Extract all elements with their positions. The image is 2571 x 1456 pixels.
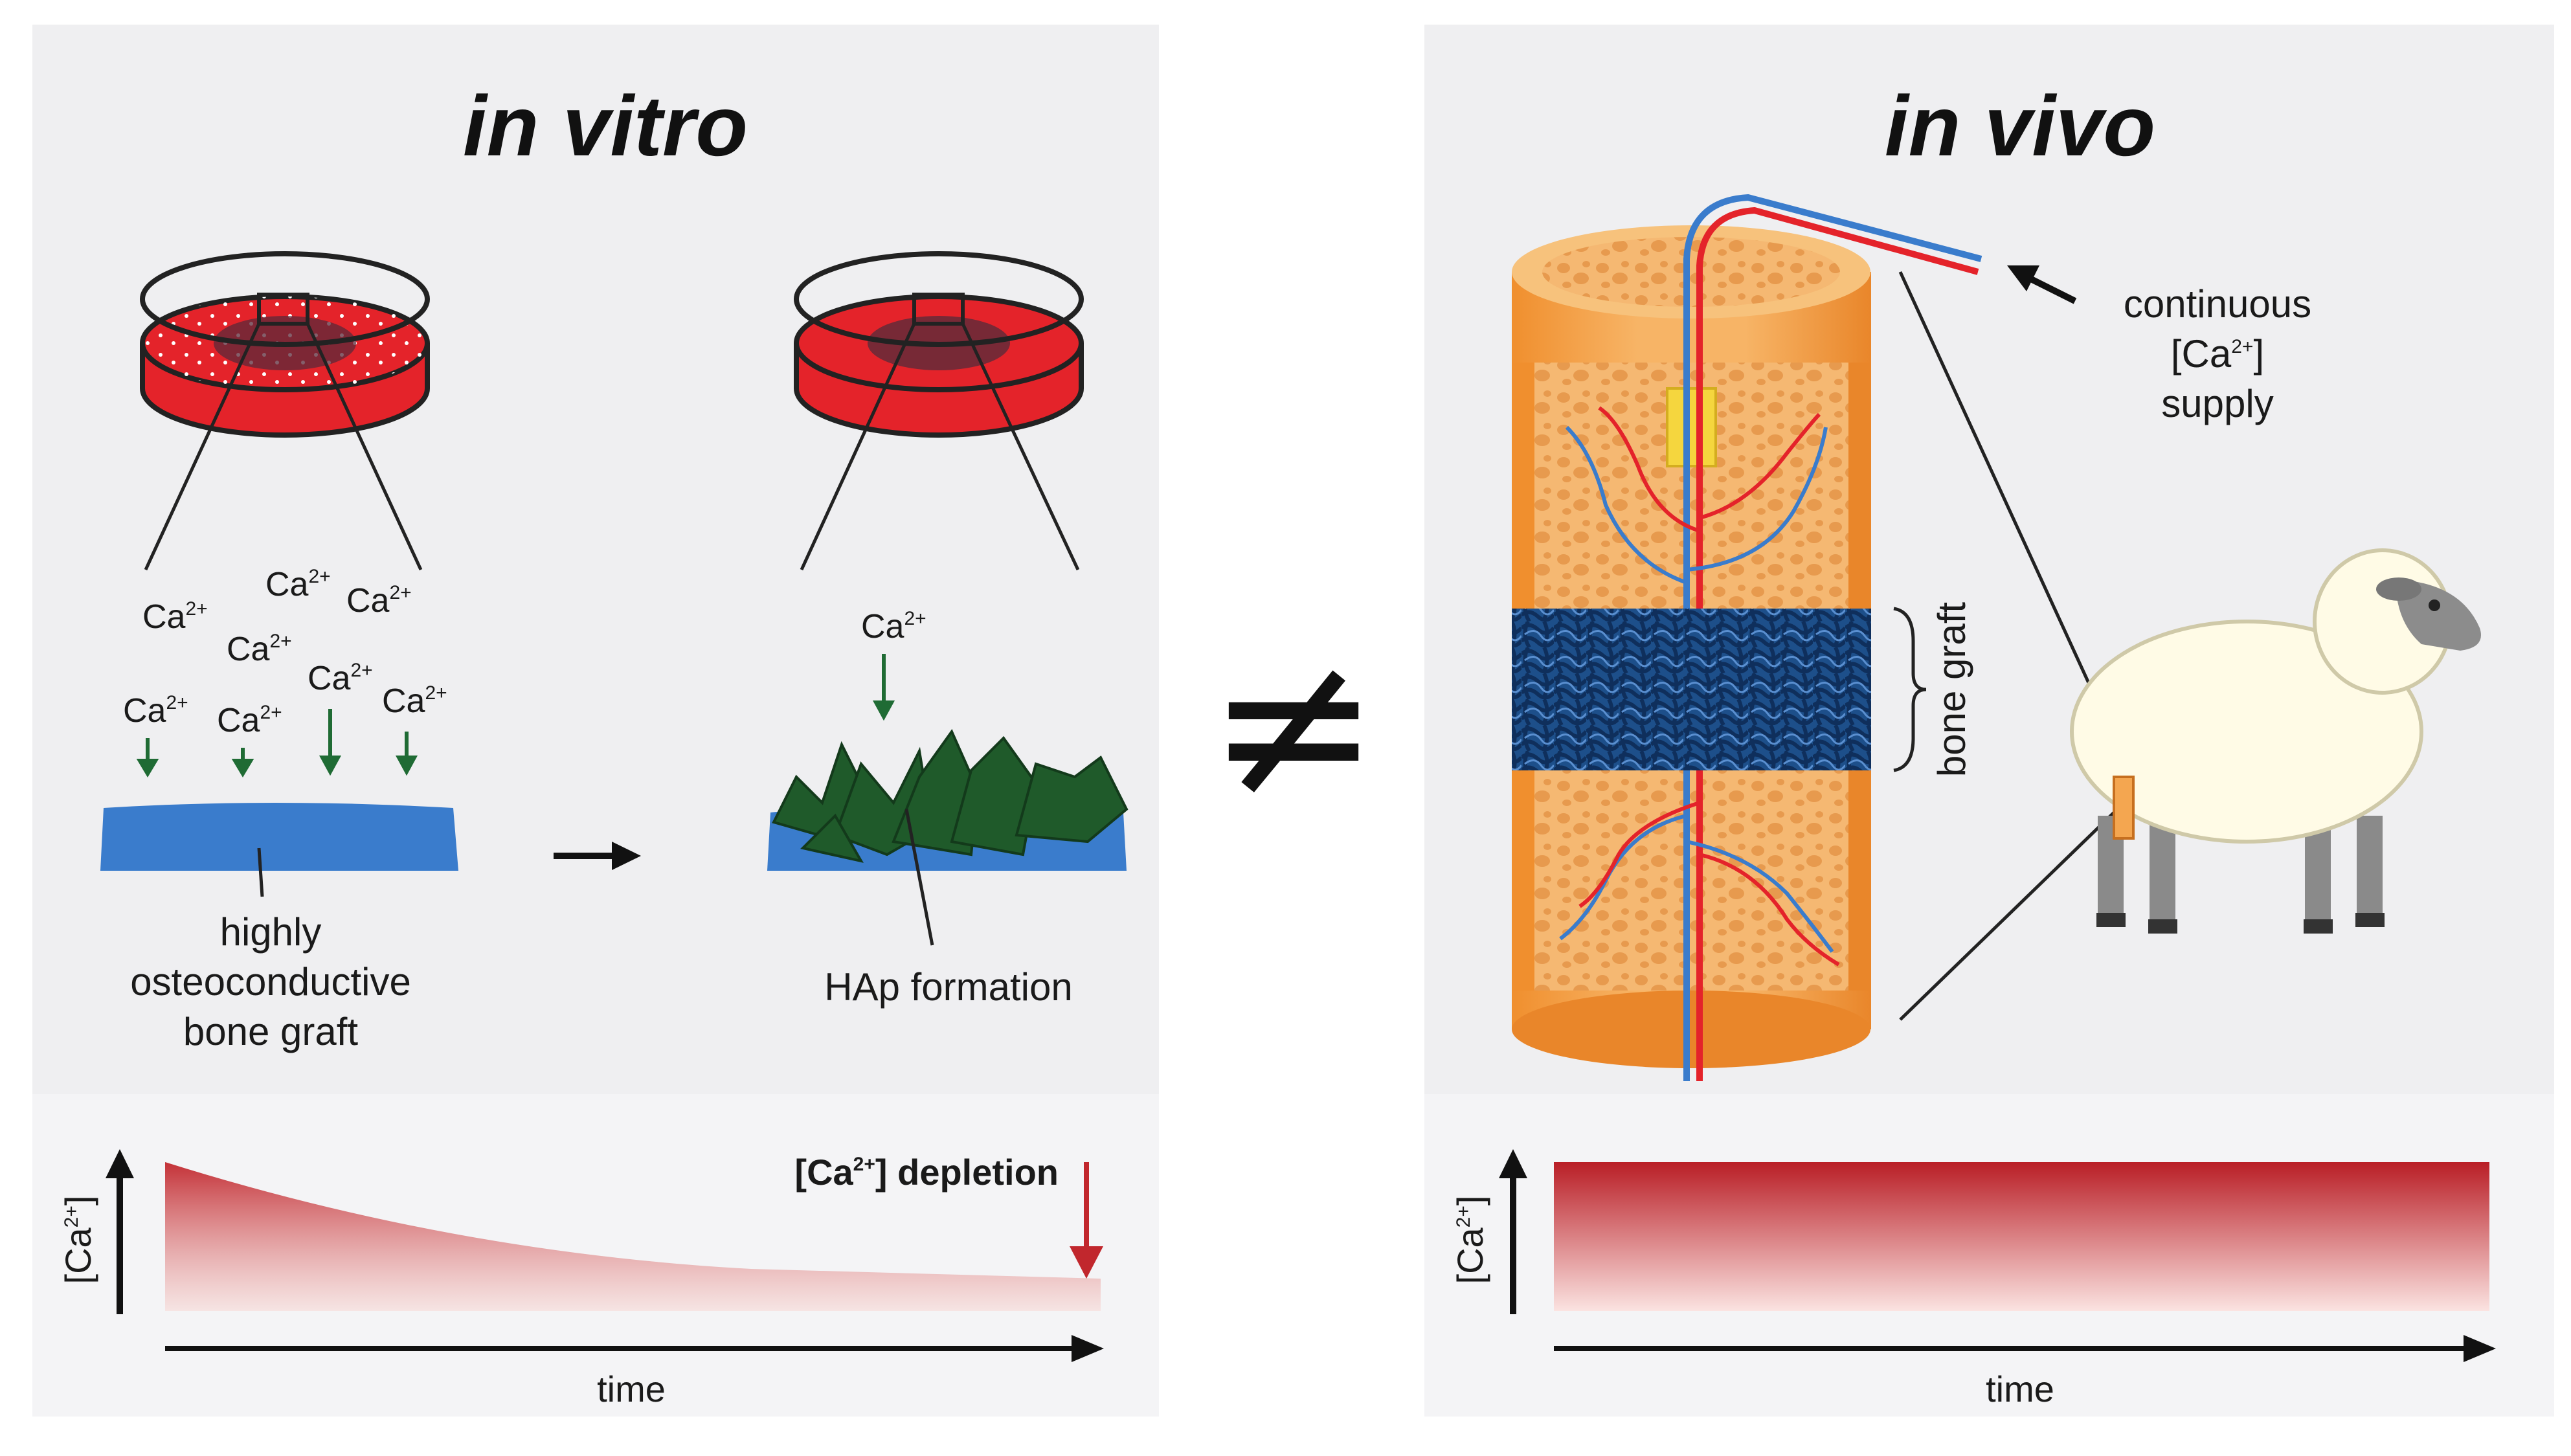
ca-label: Ca2+ [227,631,292,668]
ca-constant-area [1554,1162,2489,1311]
sheep-icon [2070,548,2481,934]
right-ca-time-chart: [Ca2+] time [1450,1149,2496,1409]
zoom-line-sheep-1 [1898,271,2116,739]
title-in-vivo: in vivo [1885,78,2155,174]
depletion-arrowhead [1070,1246,1103,1279]
x-axis-arrowhead [1072,1335,1104,1362]
y-axis-arrowhead [106,1149,134,1178]
ca-label: Ca2+ [217,702,282,739]
arrow-right-icon [554,842,641,870]
graft-label-line3: bone graft [183,1010,359,1053]
bone-graft-mesh [1512,609,1871,770]
y-axis-arrowhead [1499,1149,1527,1178]
graft-pointer-line [257,847,264,897]
hap-pointer-line [904,809,934,946]
blood-vessels [1559,194,1982,1081]
petri-dish-icon [794,251,1084,438]
ca-supply-label: [Ca2+] [2171,332,2264,375]
not-equal-sign: ≠ [1207,605,1380,846]
x-axis-label-right: time [1986,1369,2054,1409]
graft-bracket [1893,607,1927,772]
y-axis-label-right: [Ca2+] [1450,1196,1490,1284]
zoom-line-left-2 [306,322,423,571]
bone-graft-vertical-label: bone graft [1930,602,1973,778]
zoom-line-left-1 [144,322,261,571]
supply-label: supply [2161,382,2273,425]
y-axis-label-left: [Ca2+] [58,1196,98,1284]
ca-label: Ca2+ [123,692,188,730]
ca-label: Ca2+ [346,582,412,620]
hap-formation-label: HAp formation [824,965,1073,1009]
ca-decay-area [165,1162,1101,1311]
ca-depletion-label: [Ca2+] depletion [794,1152,1059,1193]
zoom-line-right-2 [961,322,1080,571]
left-ca-time-chart: [Ca2+] time [Ca2+] depletion [58,1149,1104,1409]
ca-label: Ca2+ [861,608,926,645]
graft-label-line1: highly [220,910,322,954]
ca-label: Ca2+ [265,566,331,603]
ca-label: Ca2+ [142,598,208,636]
title-in-vitro: in vitro [463,78,748,174]
x-axis-arrowhead [2464,1335,2496,1362]
hap-crystals [772,728,1128,863]
petri-dish-icon [140,251,430,438]
zoom-line-right-1 [800,322,916,571]
bone-graft-left [100,803,458,871]
x-axis-label-left: time [597,1369,666,1409]
ca-label: Ca2+ [308,660,373,697]
continuous-label: continuous [2124,282,2311,326]
ca-label: Ca2+ [382,682,447,720]
ca-ion-labels-left: Ca2+ Ca2+ Ca2+ Ca2+ Ca2+ Ca2+ Ca2+ Ca2+ [123,566,447,739]
zoom-line-sheep-2 [1899,811,2115,1021]
graft-label-line2: osteoconductive [130,960,411,1003]
supply-arrow-icon [2007,265,2077,304]
green-down-arrows-left [136,709,418,778]
green-down-arrow [872,654,895,721]
